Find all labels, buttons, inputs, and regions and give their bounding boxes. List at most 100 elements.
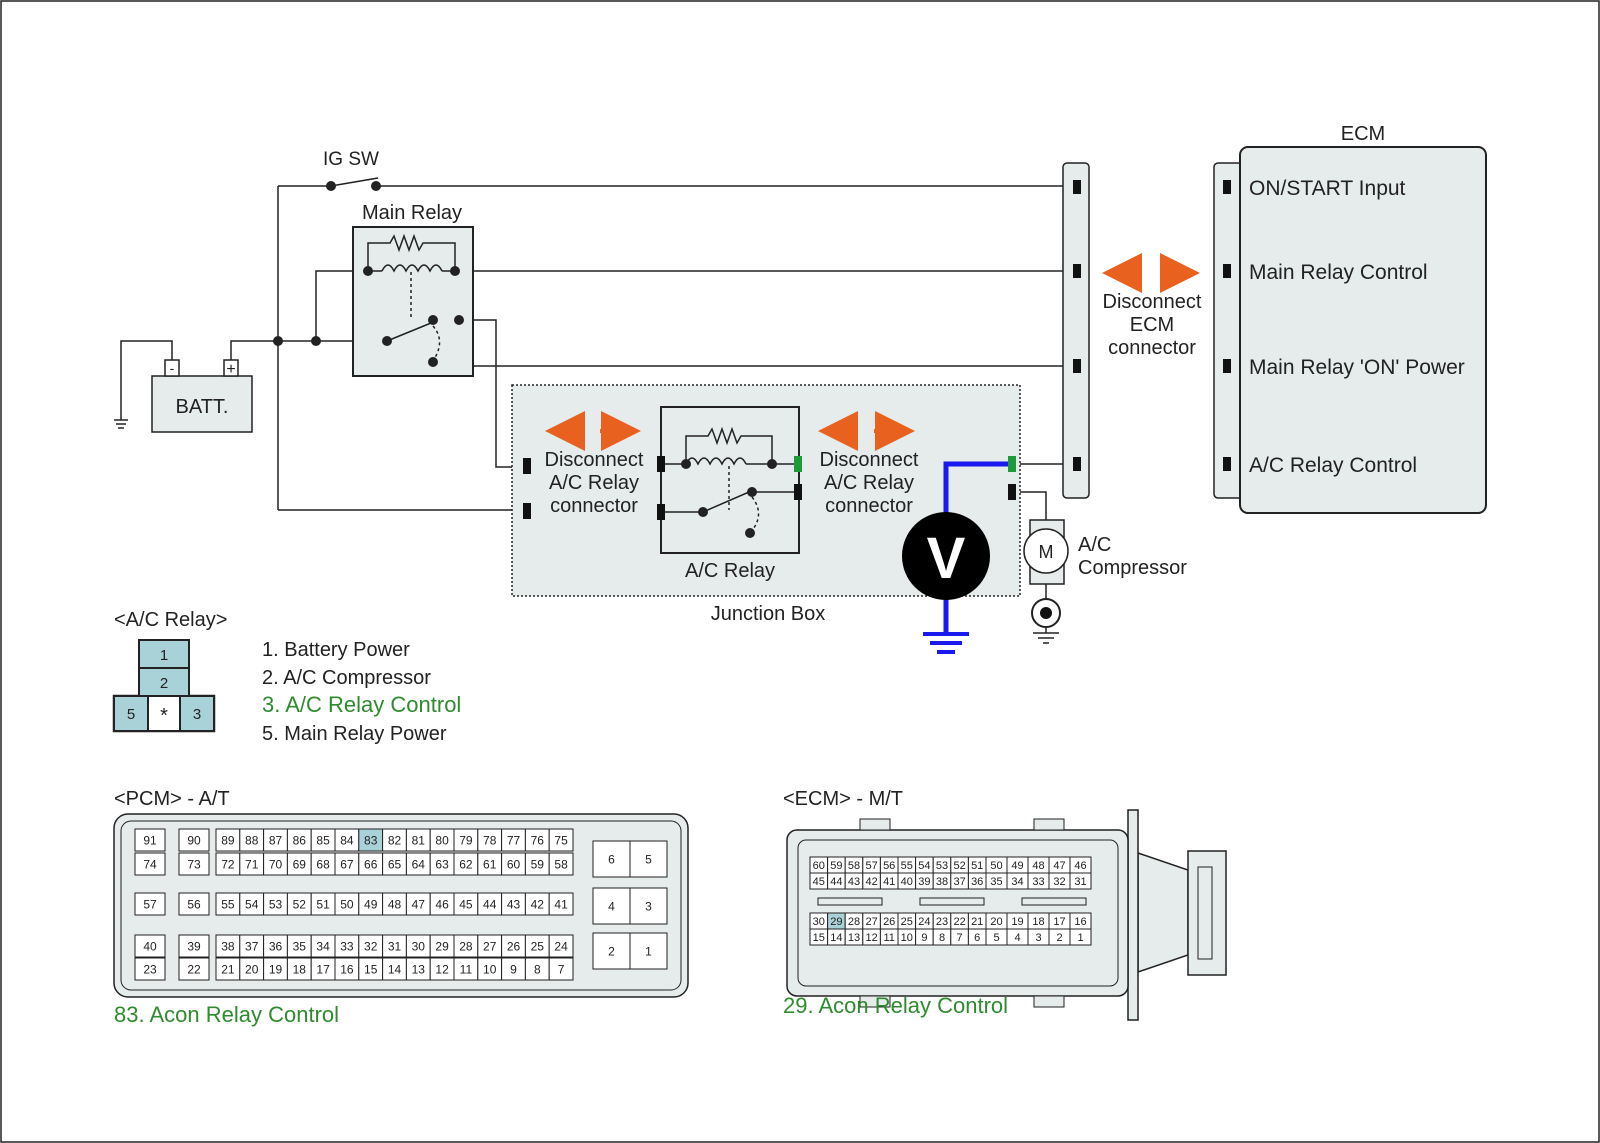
disconnect-left-line2: A/C Relay xyxy=(549,472,639,494)
pin-number: 30 xyxy=(412,939,426,953)
pin-number: 58 xyxy=(554,857,568,871)
pin-number: 32 xyxy=(1053,876,1065,888)
pin-number: 2 xyxy=(1056,932,1062,944)
pin-number: 51 xyxy=(316,897,330,911)
pin-number: 37 xyxy=(245,939,259,953)
pin-number: 7 xyxy=(558,962,565,976)
pin-number: 52 xyxy=(953,860,965,872)
ac-relay-connector-title: <A/C Relay> xyxy=(114,609,227,631)
pin-number: 65 xyxy=(388,857,402,871)
ac-relay-label: A/C Relay xyxy=(685,560,775,582)
pin-number: 19 xyxy=(269,962,283,976)
pin-number: 88 xyxy=(245,833,259,847)
pin-number: 83 xyxy=(364,833,378,847)
pin-number: 33 xyxy=(340,939,354,953)
pin-number: 66 xyxy=(364,857,378,871)
pin-number: 56 xyxy=(883,860,895,872)
pin-number: 45 xyxy=(813,876,825,888)
pin-number: 41 xyxy=(554,897,568,911)
pin-number: 53 xyxy=(269,897,283,911)
pin-number: 86 xyxy=(293,833,307,847)
pin-number: 22 xyxy=(953,916,965,928)
pin-number: 55 xyxy=(901,860,913,872)
pin-number: 72 xyxy=(221,857,235,871)
ac-relay-pin-star: * xyxy=(160,705,168,727)
ecm-mt-caption: 29. Acon Relay Control xyxy=(783,993,1008,1018)
pin-number: 45 xyxy=(459,897,473,911)
disconnect-left-line1: Disconnect xyxy=(545,449,644,471)
pin-number: 56 xyxy=(187,897,201,911)
pin-number: 8 xyxy=(534,962,541,976)
motor-label: M xyxy=(1039,542,1054,562)
pin-number: 13 xyxy=(848,932,860,944)
pin-number: 29 xyxy=(435,939,449,953)
pin-number: 4 xyxy=(608,899,615,913)
pin-number: 46 xyxy=(1074,860,1086,872)
pin-number: 79 xyxy=(459,833,473,847)
pin-number: 37 xyxy=(953,876,965,888)
pin-cell xyxy=(592,932,631,970)
pin-number: 78 xyxy=(483,833,497,847)
pin-number: 26 xyxy=(507,939,521,953)
pin-number: 61 xyxy=(483,857,497,871)
pin-number: 49 xyxy=(364,897,378,911)
pin-cell xyxy=(178,934,210,958)
pin-number: 38 xyxy=(936,876,948,888)
pin-number: 43 xyxy=(507,897,521,911)
pin-number: 80 xyxy=(435,833,449,847)
pin-cell xyxy=(629,887,668,925)
pin-number: 59 xyxy=(830,860,842,872)
pin-number: 41 xyxy=(883,876,895,888)
pin-number: 51 xyxy=(971,860,983,872)
pin-number: 60 xyxy=(813,860,825,872)
pin-number: 27 xyxy=(483,939,497,953)
disconnect-right-line2: A/C Relay xyxy=(824,472,914,494)
pin-number: 19 xyxy=(1011,916,1023,928)
pin-number: 28 xyxy=(848,916,860,928)
disconnect-ecm-line3: connector xyxy=(1108,337,1196,359)
pin-cell xyxy=(548,852,574,876)
pin-cell xyxy=(1069,872,1092,890)
pin-number: 46 xyxy=(435,897,449,911)
ac-relay-legend-1: 1. Battery Power xyxy=(262,639,410,661)
pin-number: 8 xyxy=(939,932,945,944)
ac-relay-pin-2: 2 xyxy=(160,675,168,692)
pin-cell xyxy=(178,957,210,981)
pin-number: 16 xyxy=(1074,916,1086,928)
pin-number: 11 xyxy=(460,962,473,976)
pin-number: 85 xyxy=(316,833,330,847)
pin-number: 18 xyxy=(1032,916,1044,928)
pin-number: 52 xyxy=(293,897,307,911)
pin-number: 75 xyxy=(554,833,568,847)
pin-cell xyxy=(1069,928,1092,946)
pin-number: 4 xyxy=(1014,932,1020,944)
pin-number: 36 xyxy=(269,939,283,953)
pin-number: 87 xyxy=(269,833,283,847)
pin-number: 81 xyxy=(412,833,426,847)
pin-number: 77 xyxy=(507,833,521,847)
battery-label: BATT. xyxy=(176,396,229,418)
pin-number: 50 xyxy=(340,897,354,911)
pin-number: 47 xyxy=(1053,860,1065,872)
pin-number: 50 xyxy=(990,860,1002,872)
disconnect-right-line3: connector xyxy=(825,495,913,517)
pin-number: 35 xyxy=(293,939,307,953)
pin-number: 64 xyxy=(412,857,426,871)
pin-number: 63 xyxy=(435,857,449,871)
pin-number: 70 xyxy=(269,857,283,871)
pin-number: 26 xyxy=(883,916,895,928)
pin-number: 90 xyxy=(187,833,201,847)
pcm-caption: 83. Acon Relay Control xyxy=(114,1002,339,1027)
voltmeter: V xyxy=(902,461,1008,654)
pin-number: 23 xyxy=(143,962,157,976)
pin-number: 15 xyxy=(813,932,825,944)
pin-number: 62 xyxy=(459,857,473,871)
pin-number: 9 xyxy=(921,932,927,944)
pin-number: 10 xyxy=(901,932,913,944)
pin-number: 13 xyxy=(412,962,426,976)
pin-number: 32 xyxy=(364,939,378,953)
pin-number: 40 xyxy=(143,939,157,953)
pcm-title: <PCM> - A/T xyxy=(114,788,230,810)
